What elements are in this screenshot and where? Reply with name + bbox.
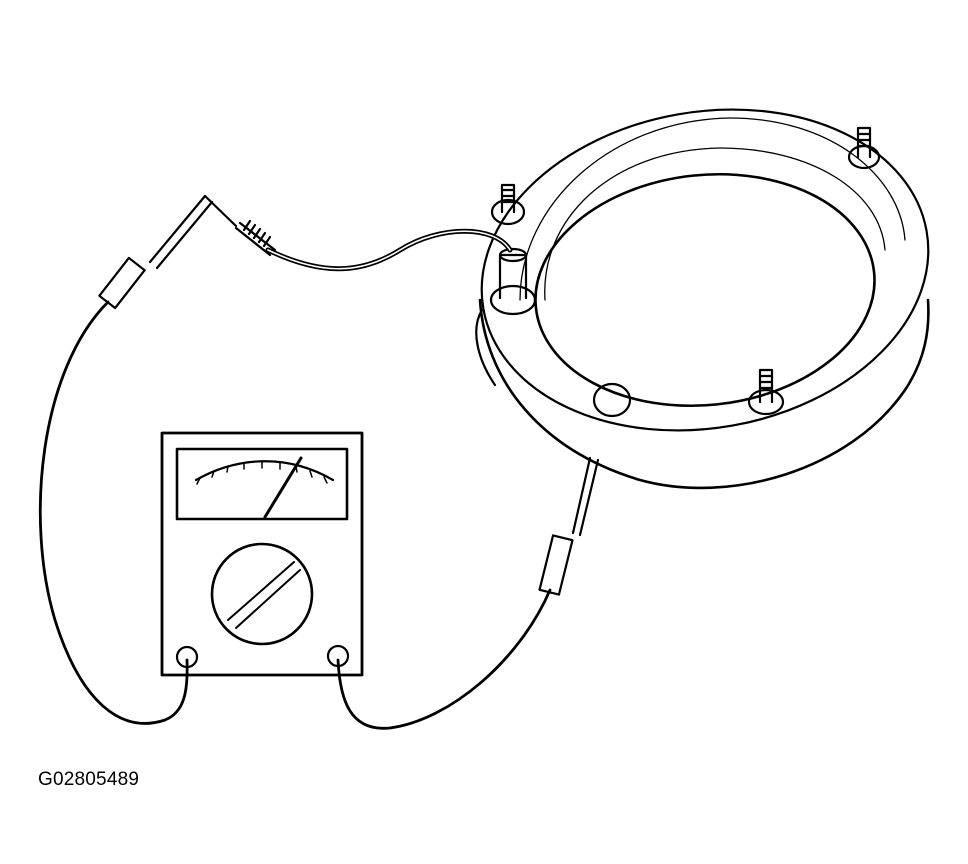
right-test-probe <box>538 456 600 596</box>
multimeter <box>160 431 364 677</box>
meter-jack-right <box>326 644 350 668</box>
right-test-lead <box>336 588 552 730</box>
left-test-lead <box>38 300 189 725</box>
coil-stud-left <box>490 183 526 226</box>
meter-jack-left <box>175 645 199 669</box>
field-coil <box>475 108 930 490</box>
coil-stud-top-right <box>847 126 881 170</box>
meter-needle <box>263 456 303 519</box>
coil-terminal <box>489 247 537 316</box>
figure-id-label: G02805489 <box>38 769 140 790</box>
meter-display <box>175 447 349 521</box>
meter-scale <box>194 460 335 482</box>
left-test-probe <box>98 194 238 310</box>
selector-dial <box>210 542 314 646</box>
wire-connector <box>234 219 277 257</box>
coil-side-hole <box>592 382 632 418</box>
meter-body <box>160 431 364 677</box>
coil-stud-bottom <box>747 368 785 416</box>
